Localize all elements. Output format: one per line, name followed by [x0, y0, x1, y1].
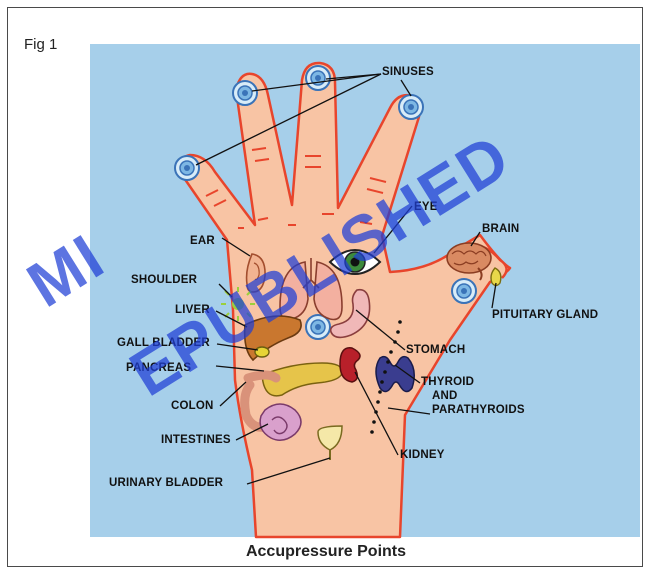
label-pituitary-gland: PITUITARY GLAND: [492, 309, 598, 321]
label-shoulder: SHOULDER: [131, 274, 198, 286]
pressure-point-thumb: [452, 279, 476, 303]
pituitary-gland-icon: [491, 268, 501, 286]
pressure-point-middle-sinus: [306, 66, 330, 90]
label-sinuses: SINUSES: [382, 66, 434, 78]
label-urinary-bladder: URINARY BLADDER: [109, 477, 224, 489]
label-stomach: STOMACH: [406, 344, 465, 356]
label-thyroid-line3: PARATHYROIDS: [432, 404, 525, 416]
watermark-line-1: MI: [15, 220, 117, 321]
label-thyroid-line1: THYROID: [421, 376, 474, 388]
pressure-point-ring-sinus: [399, 95, 423, 119]
intestines-icon: [260, 404, 301, 440]
label-colon: COLON: [171, 400, 214, 412]
label-ear: EAR: [190, 235, 215, 247]
pressure-point-little-sinus: [175, 156, 199, 180]
pressure-point-palm: [306, 315, 330, 339]
label-intestines: INTESTINES: [161, 434, 231, 446]
pressure-point-index-sinus: [233, 81, 257, 105]
label-thyroid-line2: AND: [432, 390, 458, 402]
label-kidney: KIDNEY: [400, 449, 445, 461]
gall-bladder-icon: [255, 347, 269, 357]
figure-caption: Accupressure Points: [0, 543, 652, 561]
label-brain: BRAIN: [482, 223, 519, 235]
